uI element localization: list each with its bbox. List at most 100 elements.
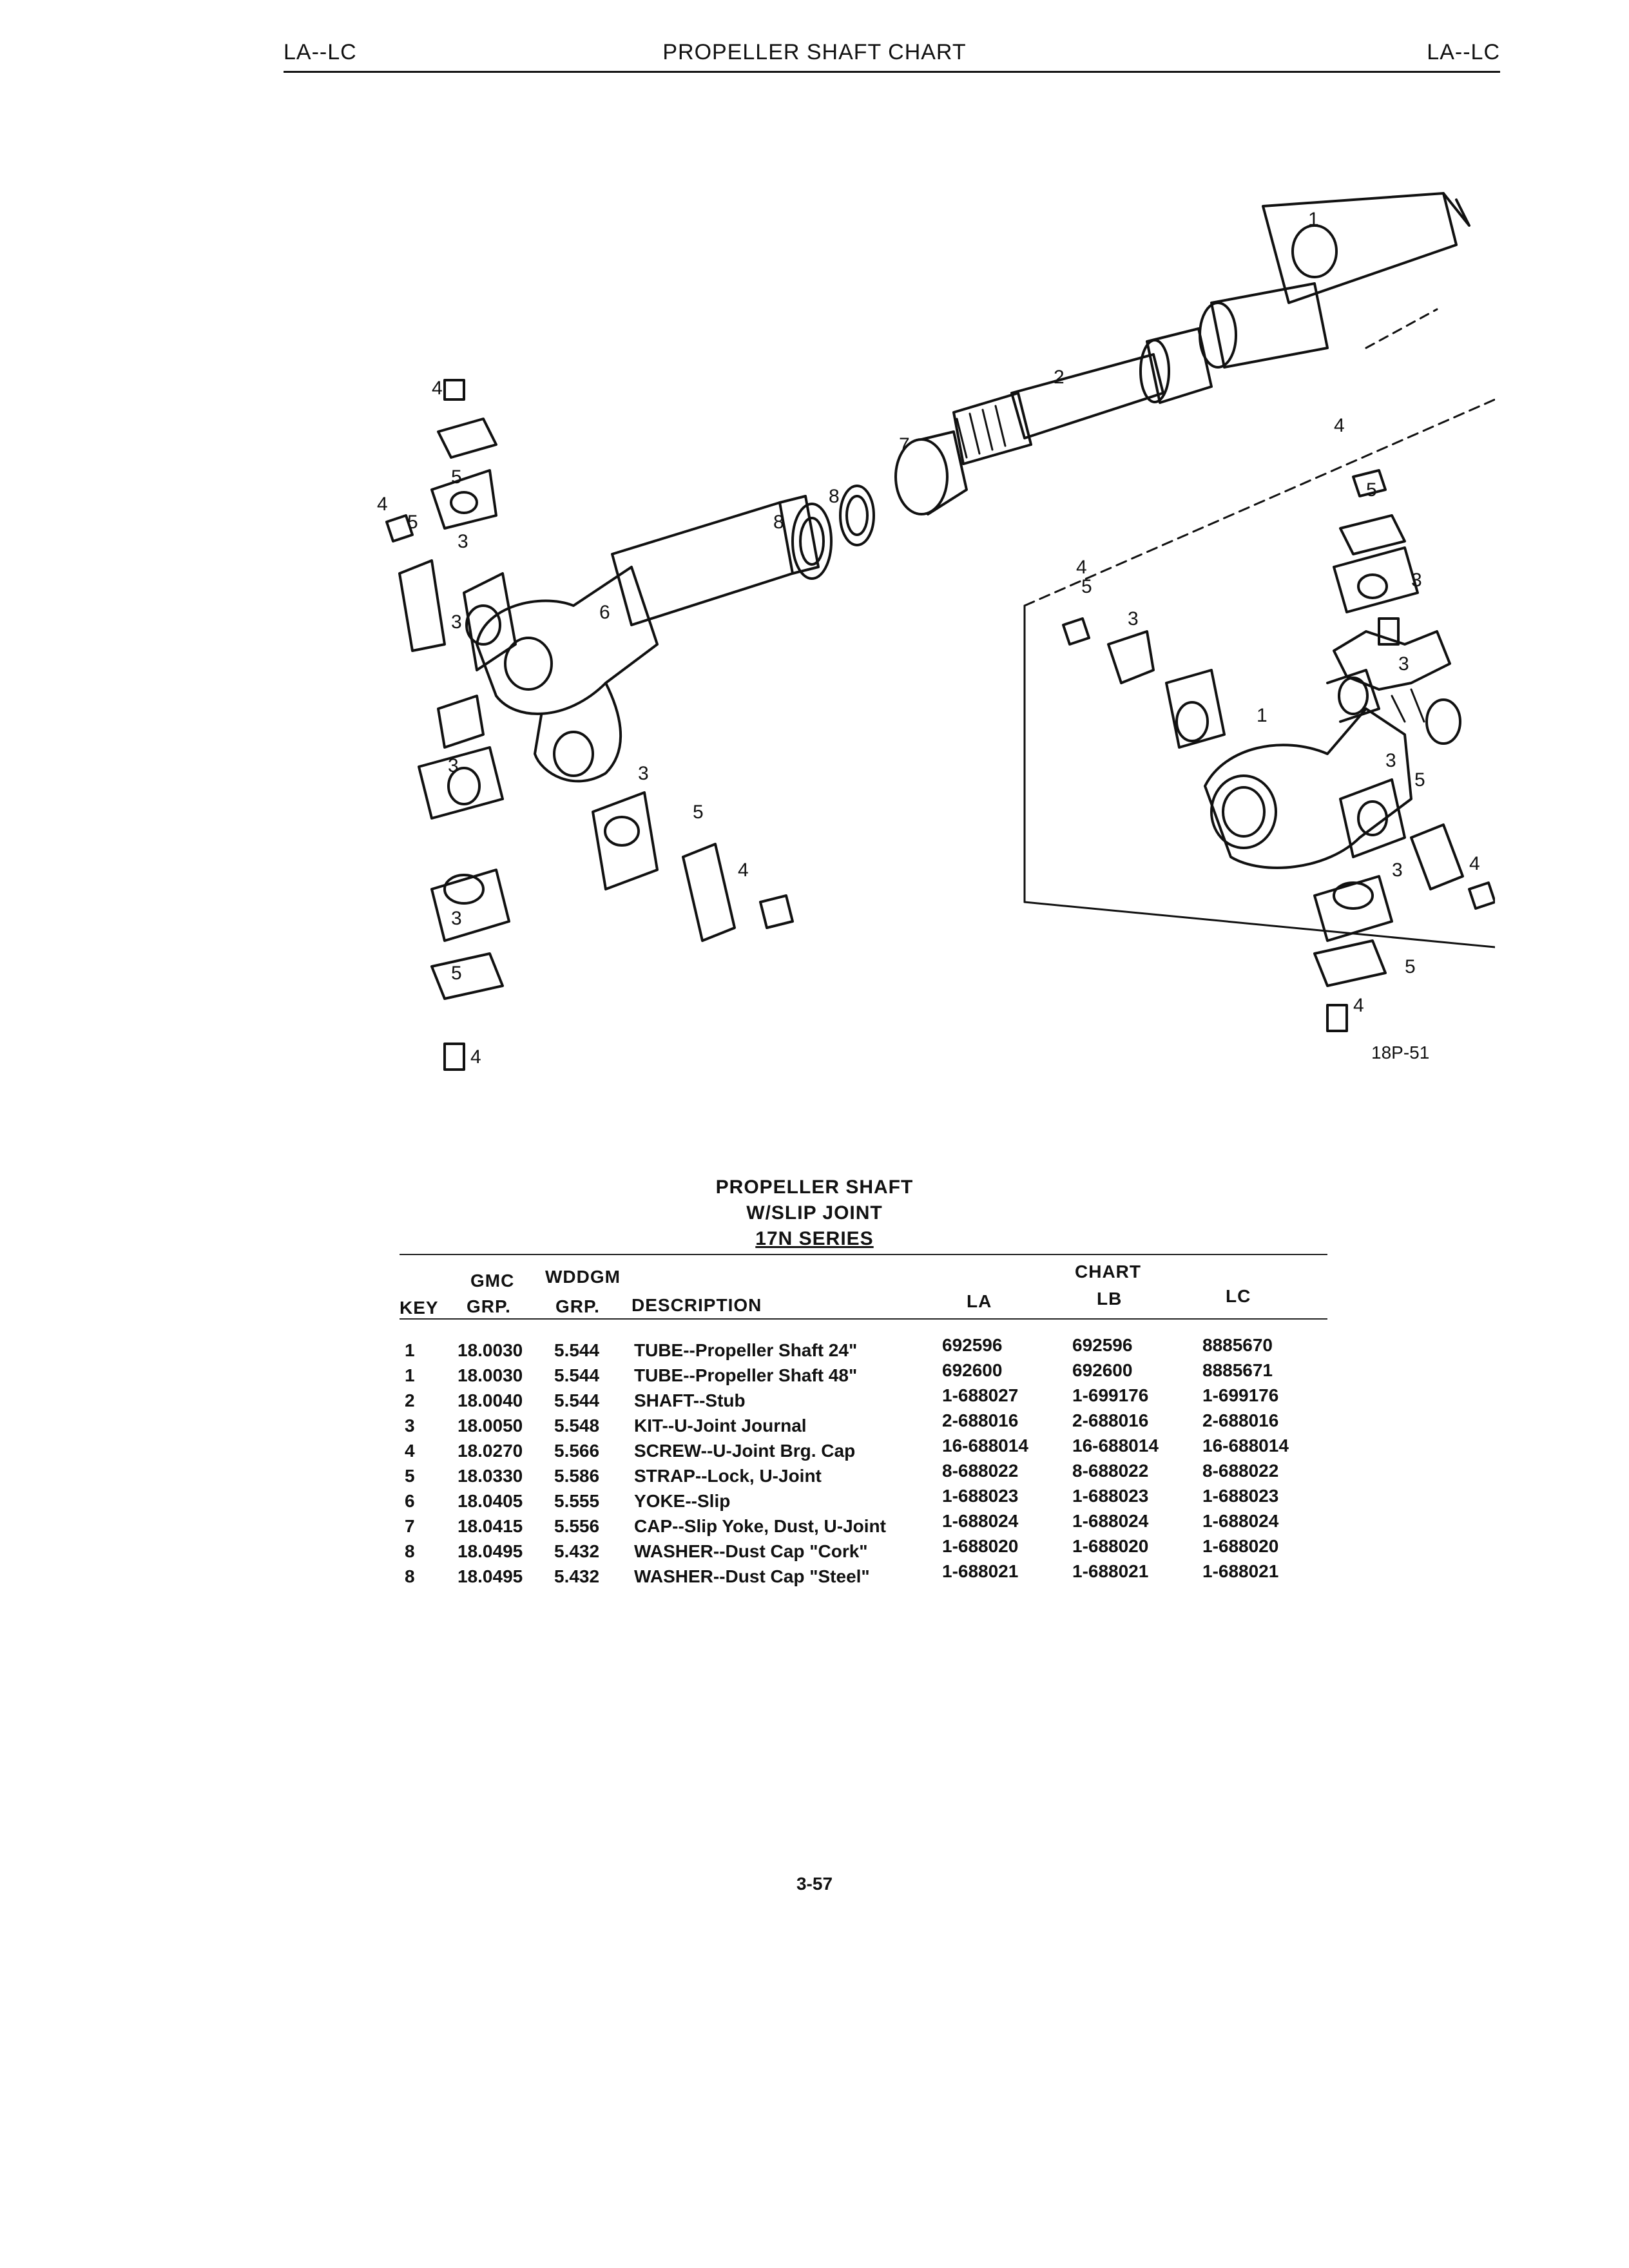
- left-ujoint-hardware: [385, 379, 517, 1071]
- cell-wddgm-grp: 5.544: [554, 1390, 600, 1410]
- cell-lc: 8885670: [1202, 1335, 1273, 1355]
- cell-description: TUBE--Propeller Shaft 48": [634, 1365, 858, 1385]
- callout-4b: 4: [377, 494, 388, 515]
- cell-wddgm-grp: 5.548: [554, 1416, 600, 1436]
- header-right-code: LA--LC: [1427, 40, 1500, 64]
- callout-4e: 4: [1334, 415, 1345, 436]
- cell-lb: 1-699176: [1072, 1385, 1149, 1405]
- col-gmc-grp: GRP.: [467, 1296, 511, 1316]
- col-chart-label: CHART: [1075, 1262, 1141, 1282]
- callout-5h: 5: [1405, 956, 1416, 977]
- callout-8a: 8: [829, 486, 840, 507]
- callout-3f: 3: [1411, 570, 1422, 591]
- cell-lc: 8-688022: [1202, 1461, 1279, 1481]
- cell-description: STRAP--Lock, U-Joint: [634, 1466, 822, 1486]
- callout-7: 7: [899, 434, 910, 456]
- cell-la: 1-688020: [942, 1536, 1019, 1556]
- callout-3e: 3: [638, 763, 649, 784]
- cell-lb: 1-688021: [1072, 1561, 1149, 1581]
- callout-4g: 4: [1469, 853, 1480, 874]
- callout-1: 1: [1308, 209, 1319, 230]
- callout-3h: 3: [1398, 653, 1409, 675]
- col-key: KEY: [400, 1298, 439, 1318]
- callout-3a: 3: [458, 531, 468, 552]
- header-left-code: LA--LC: [284, 40, 357, 64]
- callout-4h: 4: [1353, 995, 1364, 1016]
- cell-lb: 8-688022: [1072, 1461, 1149, 1481]
- cell-key: 1: [405, 1340, 415, 1360]
- propeller-shaft-exploded-diagram: 1 2 7 8 8 6 4 5 3 4 5 3 3 3 5 4 3 5 4 4 …: [377, 192, 1495, 1071]
- table-header-rule: [400, 1318, 1327, 1320]
- cell-description: YOKE--Slip: [634, 1491, 731, 1511]
- cell-la: 692600: [942, 1360, 1003, 1380]
- cell-gmc-grp: 18.0030: [458, 1340, 523, 1360]
- callout-3j: 3: [1392, 860, 1403, 881]
- table-title-line-2: W/SLIP JOINT: [746, 1202, 883, 1224]
- callout-3d: 3: [451, 908, 462, 929]
- cell-description: WASHER--Dust Cap "Cork": [634, 1541, 868, 1561]
- callout-4f: 4: [1076, 557, 1087, 578]
- tube-part: [1199, 192, 1470, 369]
- cell-lb: 692600: [1072, 1360, 1133, 1380]
- col-wddgm-top: WDDGM: [545, 1267, 621, 1287]
- cell-wddgm-grp: 5.586: [554, 1466, 600, 1486]
- cell-key: 8: [405, 1541, 415, 1561]
- col-lb: LB: [1097, 1289, 1123, 1309]
- cell-la: 1-688027: [942, 1385, 1019, 1405]
- callout-labels: 1 2 7 8 8 6 4 5 3 4 5 3 3 3 5 4 3 5 4 4 …: [377, 209, 1480, 1068]
- callout-3c: 3: [448, 755, 459, 776]
- cell-gmc-grp: 18.0270: [458, 1441, 523, 1461]
- cell-lb: 1-688024: [1072, 1511, 1149, 1531]
- callout-1b: 1: [1257, 705, 1268, 726]
- cell-la: 8-688022: [942, 1461, 1019, 1481]
- cell-lb: 16-688014: [1072, 1436, 1159, 1456]
- cell-la: 1-688021: [942, 1561, 1019, 1581]
- cell-description: CAP--Slip Yoke, Dust, U-Joint: [634, 1516, 886, 1536]
- callout-5d: 5: [693, 802, 704, 823]
- cell-la: 1-688024: [942, 1511, 1019, 1531]
- col-gmc-top: GMC: [470, 1271, 515, 1291]
- callout-5g: 5: [1414, 769, 1425, 791]
- table-title-line-3: 17N SERIES: [755, 1228, 874, 1249]
- callout-5a: 5: [451, 466, 462, 488]
- cell-wddgm-grp: 5.432: [554, 1566, 600, 1586]
- callout-5f: 5: [1081, 576, 1092, 597]
- cell-key: 7: [405, 1516, 415, 1536]
- cell-gmc-grp: 18.0415: [458, 1516, 523, 1536]
- stub-shaft-part: [952, 327, 1213, 465]
- cell-key: 8: [405, 1566, 415, 1586]
- cell-la: 16-688014: [942, 1436, 1028, 1456]
- callout-4c: 4: [470, 1046, 481, 1068]
- cell-lc: 1-688021: [1202, 1561, 1279, 1581]
- header-rule: [284, 71, 1500, 73]
- cell-gmc-grp: 18.0495: [458, 1541, 523, 1561]
- cell-gmc-grp: 18.0030: [458, 1365, 523, 1385]
- cell-lc: 2-688016: [1202, 1410, 1279, 1430]
- cell-lc: 16-688014: [1202, 1436, 1289, 1456]
- cell-gmc-grp: 18.0330: [458, 1466, 523, 1486]
- page-number: 3-57: [796, 1874, 833, 1894]
- col-description: DESCRIPTION: [631, 1295, 762, 1315]
- right-inset-assembly: [1023, 398, 1495, 1032]
- cell-wddgm-grp: 5.566: [554, 1441, 600, 1461]
- page-title: PROPELLER SHAFT CHART: [662, 40, 967, 64]
- cell-key: 4: [405, 1441, 415, 1461]
- callout-3g: 3: [1128, 608, 1139, 629]
- callout-5e: 5: [1366, 479, 1377, 501]
- callout-3i: 3: [1385, 750, 1396, 771]
- col-lc: LC: [1226, 1286, 1251, 1306]
- cell-key: 5: [405, 1466, 415, 1486]
- callout-8b: 8: [773, 512, 784, 533]
- cell-key: 6: [405, 1491, 415, 1511]
- callout-2: 2: [1054, 367, 1065, 388]
- cell-description: WASHER--Dust Cap "Steel": [634, 1566, 870, 1586]
- cell-la: 1-688023: [942, 1486, 1019, 1506]
- callout-4a: 4: [432, 378, 443, 399]
- cell-wddgm-grp: 5.544: [554, 1365, 600, 1385]
- cell-la: 692596: [942, 1335, 1003, 1355]
- figure-id: 18P-51: [1371, 1043, 1430, 1062]
- cell-wddgm-grp: 5.544: [554, 1340, 600, 1360]
- cell-lb: 1-688023: [1072, 1486, 1149, 1506]
- cell-lc: 1-699176: [1202, 1385, 1279, 1405]
- slip-yoke-part: [476, 495, 820, 783]
